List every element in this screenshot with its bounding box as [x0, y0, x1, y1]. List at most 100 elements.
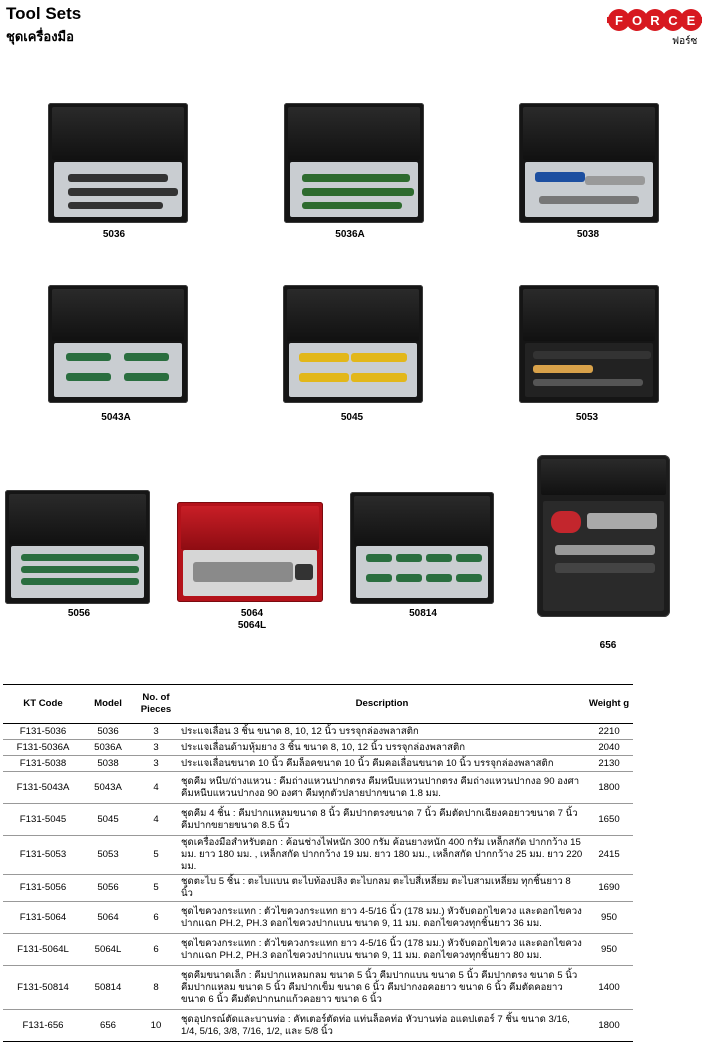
product-label-5036A: 5036A — [335, 229, 365, 240]
cell-weight: 2210 — [585, 723, 633, 740]
header-description: Description — [179, 684, 585, 724]
cell-model: 50814 — [83, 965, 133, 1010]
cell-description: ประแจเลื่อนขนาด 10 นิ้ว คีมล็อคขนาด 10 น… — [179, 755, 585, 772]
cell-weight: 1800 — [585, 771, 633, 804]
cell-pieces: 3 — [133, 755, 179, 772]
product-label-656: 656 — [599, 640, 617, 651]
cell-model: 5045 — [83, 803, 133, 836]
cell-weight: 950 — [585, 933, 633, 966]
cell-weight: 2130 — [585, 755, 633, 772]
cell-model: 5043A — [83, 771, 133, 804]
table-row: F131-656 656 10 ชุดอุปกรณ์ตัดและบานท่อ :… — [3, 1009, 633, 1042]
svg-text:O: O — [632, 13, 642, 28]
cell-code: F131-5043A — [3, 771, 83, 804]
product-image-5064 — [177, 502, 323, 602]
product-label-5045: 5045 — [340, 412, 364, 423]
product-label-5038: 5038 — [576, 229, 600, 240]
cell-code: F131-5056 — [3, 874, 83, 902]
table-row: F131-5038 5038 3 ประแจเลื่อนขนาด 10 นิ้ว… — [3, 755, 633, 772]
page-subtitle: ชุดเครื่องมือ — [6, 29, 74, 44]
table-row: F131-5045 5045 4 ชุดคีม 4 ชิ้น : คีมปากแ… — [3, 803, 633, 836]
product-image-656 — [537, 455, 670, 617]
cell-description: ชุดคีม หนีบ/ถ่างแหวน : คีมถ่างแหวนปากตรง… — [179, 771, 585, 804]
cell-description: ชุดอุปกรณ์ตัดและบานท่อ : คัทเตอร์ตัดท่อ … — [179, 1009, 585, 1042]
force-logo: F O R C E — [607, 9, 702, 31]
product-label-5036: 5036 — [102, 229, 126, 240]
cell-description: ชุดไขควงกระแทก : ตัวไขควงกระแทก ยาว 4-5/… — [179, 901, 585, 934]
cell-code: F131-50814 — [3, 965, 83, 1010]
cell-code: F131-5036 — [3, 723, 83, 740]
cell-code: F131-656 — [3, 1009, 83, 1042]
brand-caption: ฟอร์ซ — [672, 36, 698, 47]
table-row: F131-5043A 5043A 4 ชุดคีม หนีบ/ถ่างแหวน … — [3, 771, 633, 804]
product-image-5036A — [284, 103, 424, 223]
table-row: F131-5036A 5036A 3 ประแจเลื่อนด้ามหุ้มยา… — [3, 739, 633, 756]
product-label-5053: 5053 — [575, 412, 599, 423]
product-label-5043A: 5043A — [101, 412, 131, 423]
table-row: F131-5064 5064 6 ชุดไขควงกระแทก : ตัวไขค… — [3, 901, 633, 934]
cell-weight: 1400 — [585, 965, 633, 1010]
cell-description: ชุดไขควงกระแทก : ตัวไขควงกระแทก ยาว 4-5/… — [179, 933, 585, 966]
cell-code: F131-5053 — [3, 835, 83, 875]
header-kt-code: KT Code — [3, 684, 83, 724]
spec-table: KT Code Model No. of Pieces Description … — [3, 684, 633, 1042]
product-image-5038 — [519, 103, 659, 223]
product-image-5045 — [283, 285, 423, 403]
product-label-5056: 5056 — [67, 608, 91, 619]
cell-pieces: 5 — [133, 835, 179, 875]
product-image-5053 — [519, 285, 659, 403]
product-image-5036 — [48, 103, 188, 223]
cell-description: ชุดตะไบ 5 ชิ้น : ตะไบแบน ตะไบท้องปลิง ตะ… — [179, 874, 585, 902]
product-label-5064: 5064 — [240, 608, 264, 619]
cell-weight: 1800 — [585, 1009, 633, 1042]
cell-description: ชุดเครื่องมือสำหรับตอก : ค้อนช่างไฟหนัก … — [179, 835, 585, 875]
product-label-50814: 50814 — [409, 608, 437, 619]
product-image-5043A — [48, 285, 188, 403]
product-image-50814 — [350, 492, 494, 604]
cell-code: F131-5045 — [3, 803, 83, 836]
cell-model: 5036A — [83, 739, 133, 756]
cell-description: ชุดคีมขนาดเล็ก : คีมปากแหลมกลม ขนาด 5 นิ… — [179, 965, 585, 1010]
cell-pieces: 3 — [133, 723, 179, 740]
cell-model: 5038 — [83, 755, 133, 772]
cell-weight: 1690 — [585, 874, 633, 902]
cell-code: F131-5036A — [3, 739, 83, 756]
cell-pieces: 8 — [133, 965, 179, 1010]
table-row: F131-5053 5053 5 ชุดเครื่องมือสำหรับตอก … — [3, 835, 633, 875]
cell-model: 5053 — [83, 835, 133, 875]
cell-model: 5056 — [83, 874, 133, 902]
svg-text:F: F — [615, 13, 623, 28]
cell-model: 5036 — [83, 723, 133, 740]
cell-weight: 2040 — [585, 739, 633, 756]
cell-description: ชุดคีม 4 ชิ้น : คีมปากแหลมขนาด 8 นิ้ว คี… — [179, 803, 585, 836]
cell-weight: 950 — [585, 901, 633, 934]
cell-code: F131-5064 — [3, 901, 83, 934]
cell-pieces: 10 — [133, 1009, 179, 1042]
cell-weight: 2415 — [585, 835, 633, 875]
product-image-5056 — [5, 490, 150, 604]
cell-pieces: 4 — [133, 803, 179, 836]
cell-weight: 1650 — [585, 803, 633, 836]
cell-description: ประแจเลื่อน 3 ชิ้น ขนาด 8, 10, 12 นิ้ว บ… — [179, 723, 585, 740]
cell-pieces: 5 — [133, 874, 179, 902]
table-row: F131-5056 5056 5 ชุดตะไบ 5 ชิ้น : ตะไบแบ… — [3, 874, 633, 902]
header-weight: Weight g — [585, 684, 633, 724]
cell-model: 5064 — [83, 901, 133, 934]
header-model: Model — [83, 684, 133, 724]
cell-code: F131-5064L — [3, 933, 83, 966]
cell-pieces: 6 — [133, 933, 179, 966]
cell-model: 656 — [83, 1009, 133, 1042]
cell-pieces: 4 — [133, 771, 179, 804]
page-title: Tool Sets — [6, 4, 82, 23]
header-pieces: No. of Pieces — [133, 684, 179, 724]
cell-pieces: 6 — [133, 901, 179, 934]
cell-model: 5064L — [83, 933, 133, 966]
cell-code: F131-5038 — [3, 755, 83, 772]
cell-description: ประแจเลื่อนด้ามหุ้มยาง 3 ชิ้น ขนาด 8, 10… — [179, 739, 585, 756]
table-row: F131-5036 5036 3 ประแจเลื่อน 3 ชิ้น ขนาด… — [3, 723, 633, 740]
cell-pieces: 3 — [133, 739, 179, 756]
table-row: F131-50814 50814 8 ชุดคีมขนาดเล็ก : คีมป… — [3, 965, 633, 1010]
product-label-5064L: 5064L — [237, 620, 267, 631]
table-header-row: KT Code Model No. of Pieces Description … — [3, 684, 633, 724]
svg-text:R: R — [650, 13, 660, 28]
